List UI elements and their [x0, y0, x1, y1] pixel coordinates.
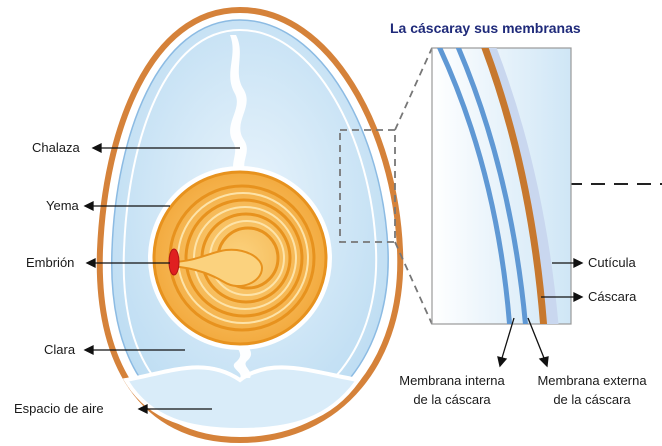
air-space: [122, 365, 362, 433]
label-cuticula: Cutícula: [588, 255, 636, 270]
section-cuticle-layer: [481, 48, 559, 324]
label-embrion: Embrión: [26, 255, 74, 270]
chalaza-upper: [230, 35, 247, 174]
label-cascara: Cáscara: [588, 289, 637, 304]
label-clara: Clara: [44, 342, 76, 357]
zoom-indicator: [339, 47, 433, 325]
latebra: [169, 248, 264, 287]
label-chalaza: Chalaza: [32, 140, 80, 155]
label-membrana-externa-line1: Membrana externa: [537, 373, 647, 388]
diagram-title: La cáscaray sus membranas: [390, 20, 581, 36]
label-arrows: [83, 142, 584, 415]
section-outer-membrane: [455, 48, 528, 324]
embryo: [168, 248, 180, 276]
zoom-box: [339, 129, 396, 243]
section-inner-membrane: [436, 48, 513, 324]
section-shell-layer: [481, 48, 548, 324]
label-yema: Yema: [46, 198, 80, 213]
label-membrana-interna-line2: de la cáscara: [413, 392, 491, 407]
label-espacio-de-aire: Espacio de aire: [14, 401, 104, 416]
shell-section: [431, 47, 572, 325]
label-membrana-interna-line1: Membrana interna: [399, 373, 505, 388]
egg: [96, 6, 404, 444]
label-membrana-externa-line2: de la cáscara: [553, 392, 631, 407]
